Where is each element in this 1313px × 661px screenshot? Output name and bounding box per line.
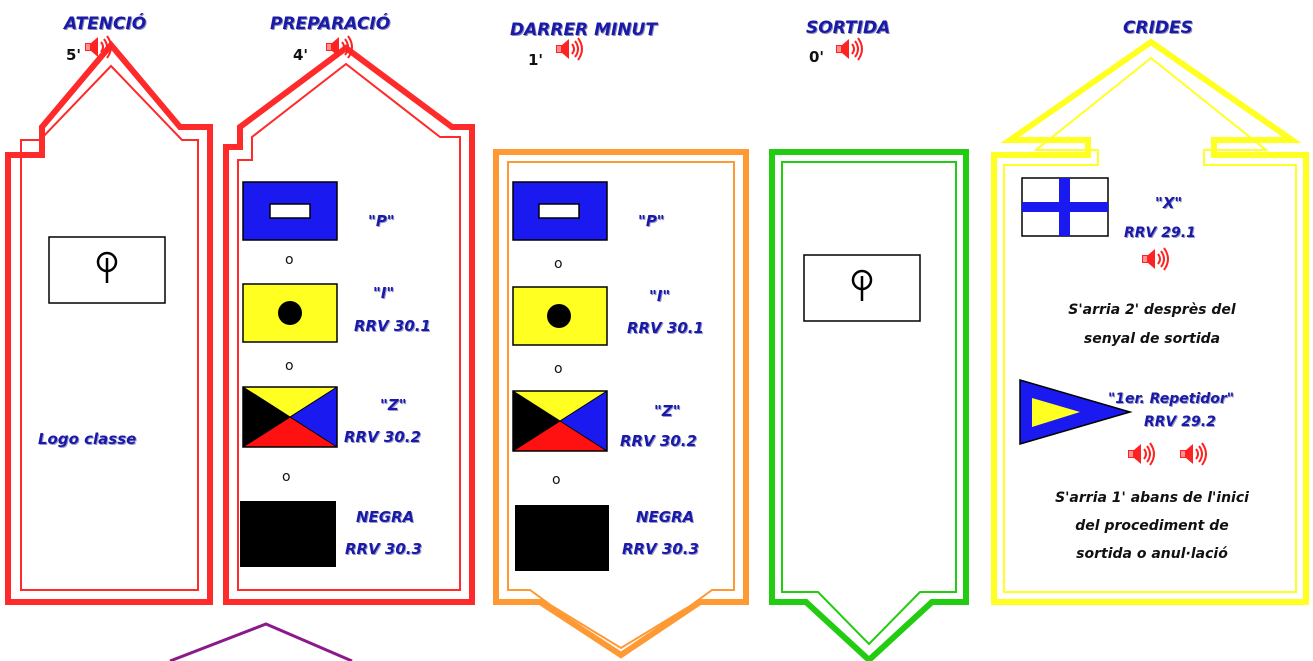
preparacio-arrow [223, 44, 475, 605]
separator-or: o [285, 358, 294, 374]
preparacio-title: PREPARACIÓ [270, 14, 391, 34]
separator-or: o [552, 472, 561, 488]
separator-or: o [282, 469, 291, 485]
sortida-arrow [769, 149, 969, 661]
horn-icon [1141, 247, 1169, 271]
class-logo-label: Logo classe [38, 430, 137, 448]
crides-title: CRIDES [1123, 18, 1193, 38]
black-flag-rule: RRV 30.3 [622, 540, 699, 558]
p-flag [512, 181, 608, 241]
class-logo-flag [803, 254, 921, 322]
x-flag-rule: RRV 29.1 [1124, 225, 1196, 241]
pennant-note-line: sortida o anul·lació [1076, 546, 1228, 562]
p-flag-label: "P" [368, 212, 395, 230]
horn-icon [325, 35, 353, 59]
atencio-arrow [5, 40, 213, 605]
horn-icon [1127, 442, 1155, 466]
first-substitute-pennant [1019, 379, 1133, 445]
i-flag [242, 283, 338, 343]
black-flag-label: NEGRA [356, 508, 415, 526]
x-flag-note-line: senyal de sortida [1083, 331, 1221, 347]
horn-icon [84, 35, 112, 59]
z-flag-rule: RRV 30.2 [620, 432, 697, 450]
pennant-note-line: S'arria 1' abans de l'inici [1055, 490, 1249, 506]
atencio-title: ATENCIÓ [64, 14, 147, 34]
x-flag-note-line: S'arria 2' desprès del [1068, 302, 1236, 318]
i-flag-rule: RRV 30.1 [354, 317, 431, 335]
sortida-time: 0' [809, 48, 825, 66]
class-logo-flag [48, 236, 166, 304]
black-flag [515, 505, 609, 571]
z-flag-label: "Z" [380, 396, 407, 414]
p-flag [242, 181, 338, 241]
sortida-title: SORTIDA [806, 18, 891, 38]
pennant-label: "1er. Repetidor" [1108, 391, 1235, 407]
pennant-note-line: del procediment de [1075, 518, 1229, 534]
separator-or: o [554, 361, 563, 377]
z-flag [512, 390, 608, 452]
x-flag [1021, 177, 1109, 237]
i-flag-label: "I" [373, 284, 395, 302]
crides-arrow [991, 38, 1309, 605]
separator-or: o [554, 256, 563, 272]
black-flag [240, 501, 336, 567]
preparacio-time: 4' [293, 46, 309, 64]
z-flag [242, 386, 338, 448]
p-flag-label: "P" [638, 212, 665, 230]
horn-icon [1179, 442, 1207, 466]
z-flag-label: "Z" [654, 402, 681, 420]
horn-icon [835, 37, 863, 61]
i-flag-rule: RRV 30.1 [627, 319, 704, 337]
i-flag [512, 286, 608, 346]
black-flag-label: NEGRA [636, 508, 695, 526]
darrer-minut-time: 1' [528, 51, 544, 69]
black-flag-rule: RRV 30.3 [345, 540, 422, 558]
purple-arrow-tip [169, 622, 353, 661]
z-flag-rule: RRV 30.2 [344, 428, 421, 446]
darrer-minut-title: DARRER MINUT [510, 20, 657, 40]
atencio-time: 5' [66, 46, 82, 64]
separator-or: o [285, 252, 294, 268]
i-flag-label: "I" [649, 287, 671, 305]
darrer-minut-arrow [493, 149, 749, 659]
x-flag-label: "X" [1155, 194, 1183, 212]
pennant-rule: RRV 29.2 [1144, 414, 1216, 430]
horn-icon [555, 37, 583, 61]
